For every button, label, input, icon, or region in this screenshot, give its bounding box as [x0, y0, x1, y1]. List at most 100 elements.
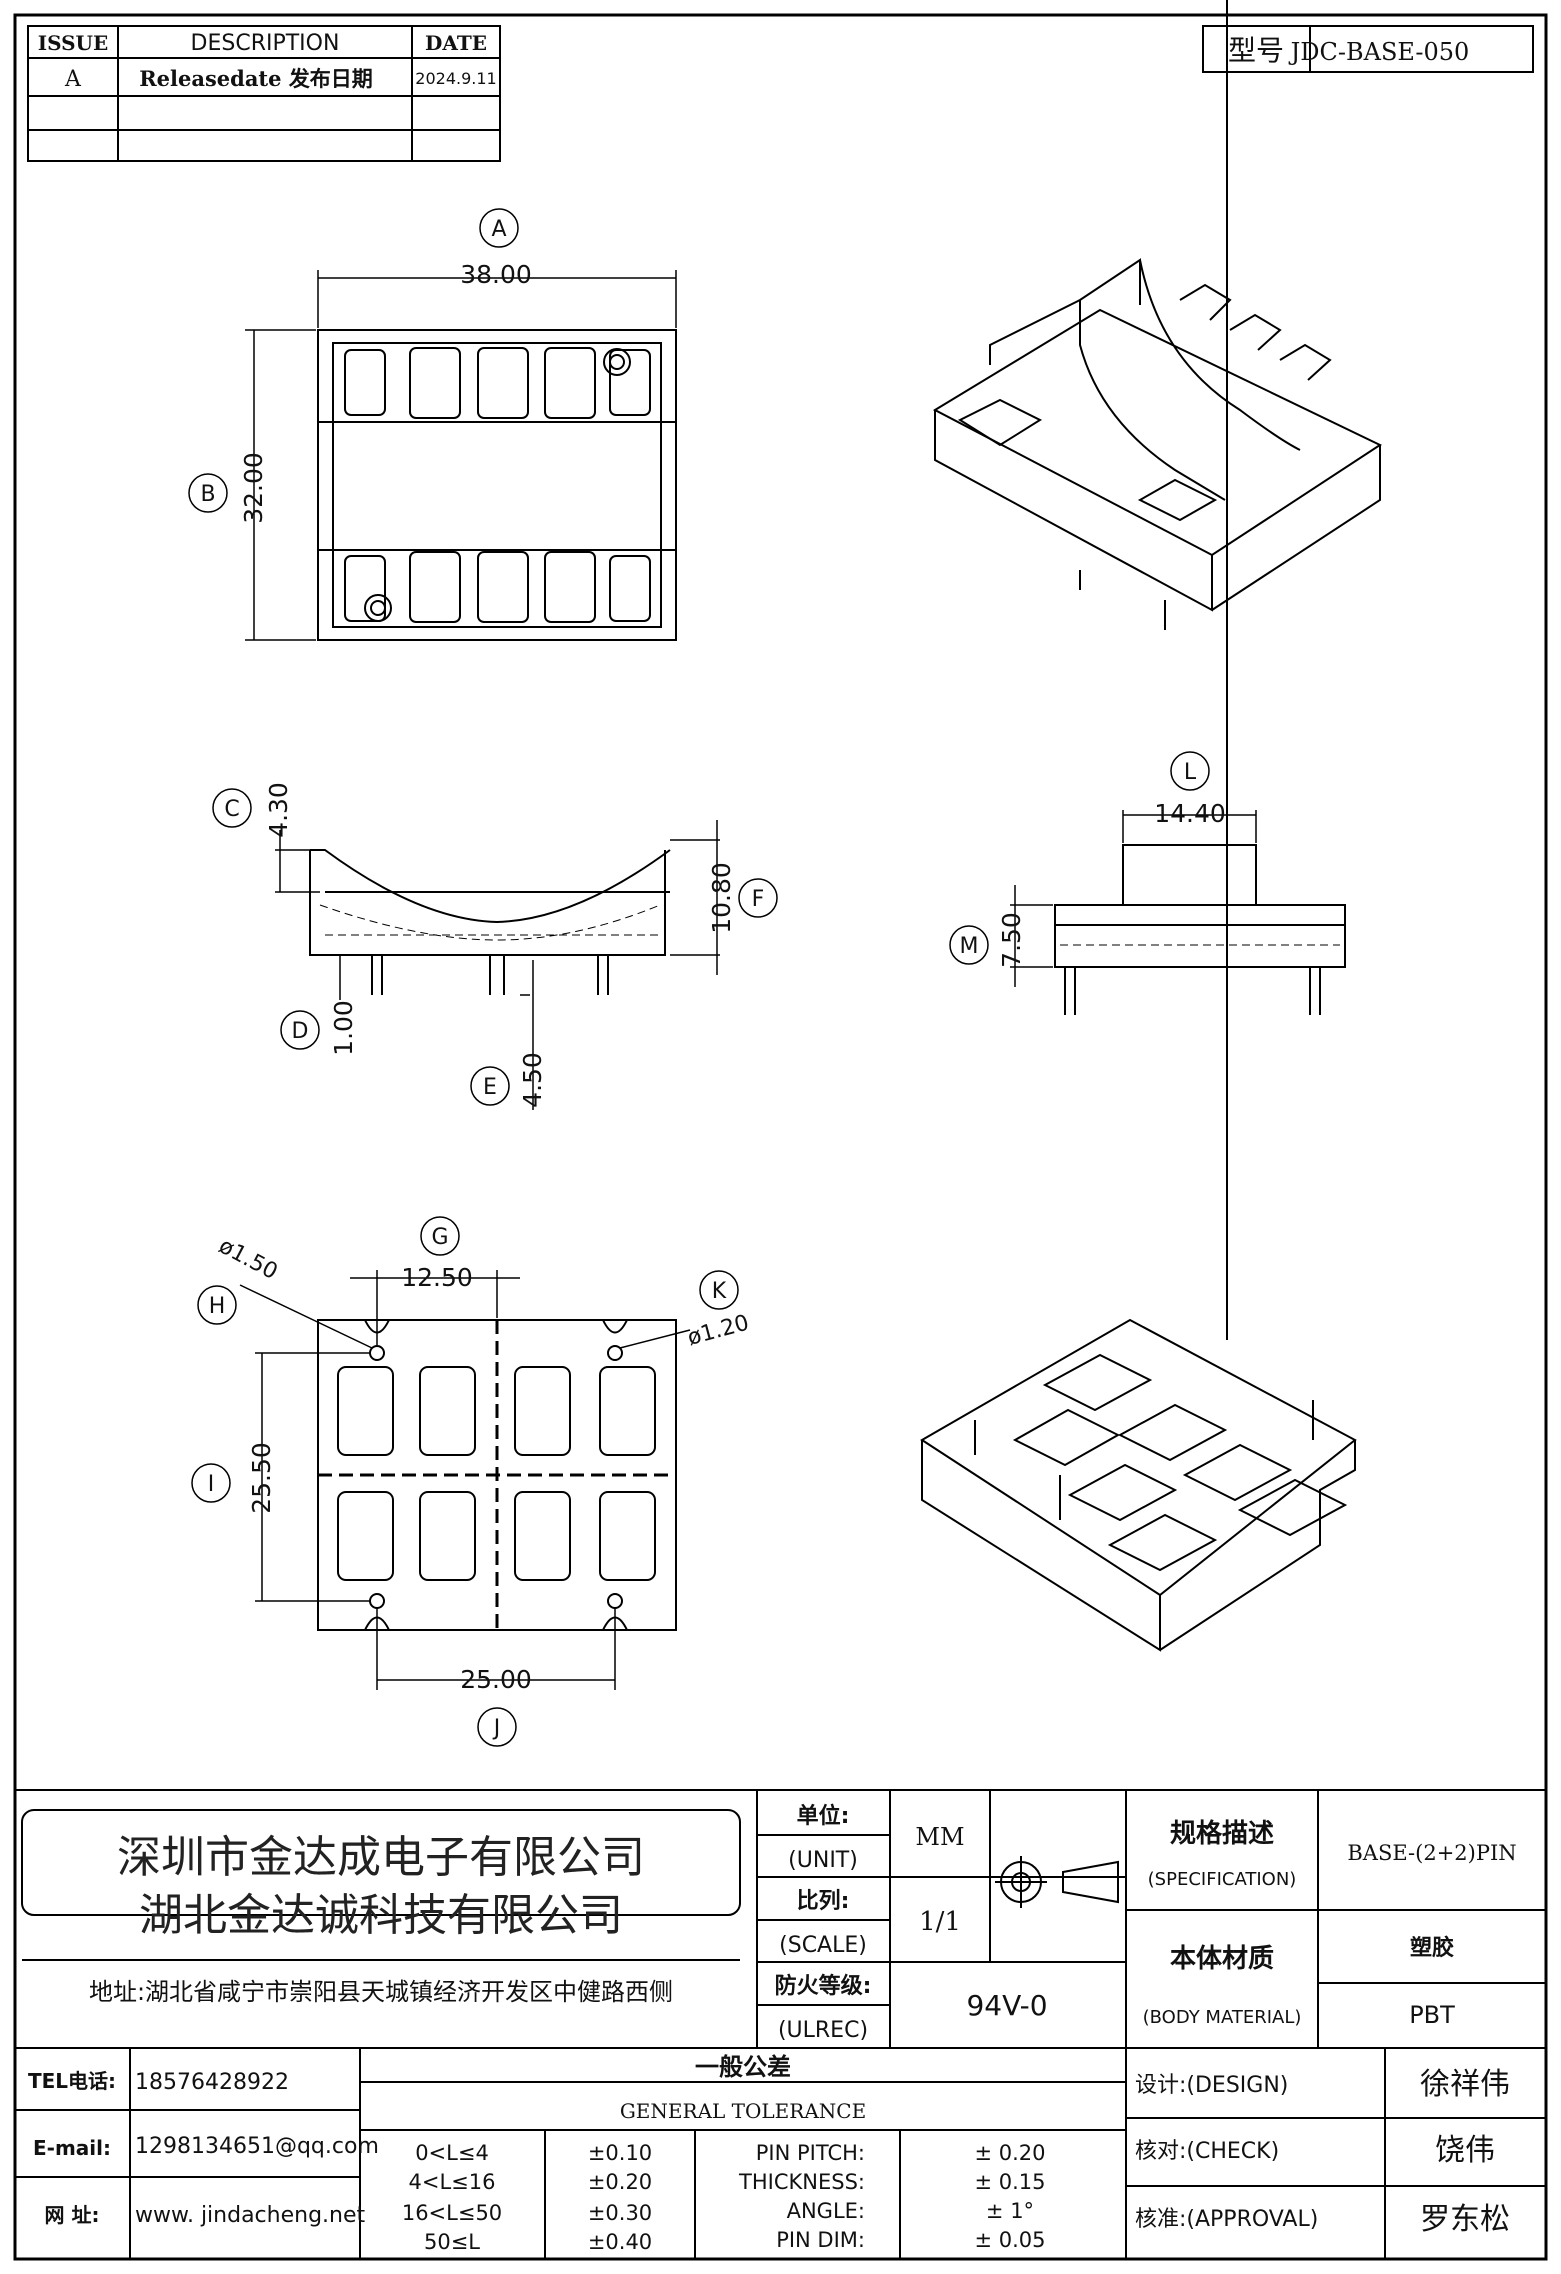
- company-name-1: 深圳市金达成电子有限公司: [117, 1832, 645, 1883]
- material-value-cn: 塑胶: [1410, 1935, 1454, 1961]
- tol-item-value: ± 0.15: [974, 2170, 1045, 2194]
- check-value: 饶伟: [1435, 2133, 1495, 2168]
- dim-h-value: ø1.50: [215, 1234, 282, 1285]
- dim-a-letter: A: [491, 217, 506, 242]
- email-label: E-mail:: [33, 2136, 111, 2160]
- scale-label-cn: 比列:: [797, 1889, 850, 1914]
- web-label: 网 址:: [45, 2203, 100, 2227]
- bottom-view-centerlines: [318, 1320, 676, 1630]
- dim-a-value: 38.00: [460, 260, 532, 289]
- unit-label-cn: 单位:: [797, 1803, 850, 1829]
- dim-h-letter: H: [209, 1294, 226, 1319]
- dim-b-letter: B: [200, 482, 215, 507]
- tol-range: 16<L≤50: [402, 2201, 502, 2225]
- company-address: 地址:湖北省咸宁市崇阳县天城镇经济开发区中健路西侧: [89, 1978, 673, 2006]
- check-label: 核对:(CHECK): [1135, 2139, 1279, 2164]
- unit-label-en: (UNIT): [788, 1848, 858, 1873]
- tol-item: PIN PITCH:: [756, 2141, 865, 2165]
- spec-value: BASE-(2+2)PIN: [1347, 1841, 1516, 1865]
- tolerance-title-en: GENERAL TOLERANCE: [620, 2099, 866, 2123]
- tol-range: 0<L≤4: [415, 2141, 489, 2165]
- dim-i-value: 25.50: [247, 1442, 276, 1514]
- dim-c-value: 4.30: [264, 782, 293, 838]
- ul-value: 94V-0: [966, 1989, 1047, 2022]
- dim-g-j-i-lines: [191, 1216, 739, 1747]
- unit-value: MM: [915, 1823, 964, 1851]
- tol-item-value: ± 1°: [986, 2199, 1034, 2223]
- dim-c-letter: C: [224, 797, 239, 822]
- tel-label: TEL电话:: [28, 2069, 116, 2093]
- material-label-cn: 本体材质: [1170, 1944, 1274, 1974]
- dim-e-value: 4.50: [518, 1052, 547, 1108]
- dim-l-value: 14.40: [1154, 799, 1226, 828]
- drawing-frame: [13, 13, 1548, 2261]
- tol-item: THICKNESS:: [738, 2170, 865, 2194]
- model-label: 型号: [1228, 34, 1284, 67]
- tol-value: ±0.20: [588, 2170, 652, 2194]
- dim-k-letter: K: [712, 1279, 727, 1304]
- dim-d-letter: D: [292, 1019, 309, 1044]
- tol-item-value: ± 0.05: [974, 2228, 1045, 2252]
- tol-range: 4<L≤16: [409, 2170, 496, 2194]
- dim-f-value: 10.80: [707, 862, 736, 934]
- dim-g-letter: G: [431, 1225, 448, 1250]
- rev-row-issue: A: [64, 67, 82, 92]
- projection-symbol-icon: [995, 1856, 1119, 1908]
- dim-l-m-lines: [949, 751, 1257, 987]
- dim-a-lines: [317, 208, 677, 328]
- dim-b-lines: [188, 329, 316, 641]
- spec-label-en: (SPECIFICATION): [1148, 1869, 1297, 1890]
- material-value: PBT: [1409, 2001, 1455, 2029]
- tol-range: 50≤L: [424, 2230, 480, 2254]
- approval-label: 核准:(APPROVAL): [1135, 2207, 1318, 2232]
- ul-label-cn: 防火等级:: [775, 1973, 872, 1999]
- company-name-2: 湖北金达诚科技有限公司: [139, 1890, 623, 1941]
- ul-label-en: (ULREC): [778, 2018, 868, 2043]
- material-label-en: (BODY MATERIAL): [1143, 2007, 1302, 2028]
- tol-item: ANGLE:: [787, 2199, 865, 2223]
- dim-d-value: 1.00: [329, 1000, 358, 1056]
- revision-table: [27, 25, 501, 162]
- dim-c-f-lines: [212, 788, 778, 1110]
- scale-value: 1/1: [919, 1907, 961, 1937]
- rev-row-description: Releasedate 发布日期: [139, 66, 373, 91]
- tel-value: 18576428922: [135, 2070, 289, 2095]
- email-value: 1298134651@qq.com: [135, 2134, 379, 2159]
- tol-item-value: ± 0.20: [974, 2141, 1045, 2165]
- design-value: 徐祥伟: [1420, 2067, 1510, 2102]
- approval-value: 罗东松: [1420, 2202, 1510, 2237]
- front-view-hidden: [319, 904, 661, 941]
- spec-label-cn: 规格描述: [1170, 1818, 1274, 1849]
- tolerance-title-cn: 一般公差: [695, 2053, 791, 2081]
- iso-view-top: [932, 258, 1383, 630]
- rev-header-date: DATE: [425, 31, 487, 55]
- rev-header-description: DESCRIPTION: [191, 31, 340, 56]
- top-view: [317, 329, 677, 641]
- dim-l-letter: L: [1184, 760, 1197, 785]
- title-block-grid: [15, 1789, 1546, 2259]
- front-view: [309, 849, 671, 995]
- model-value: JDC-BASE-050: [1288, 38, 1470, 66]
- tol-value: ±0.10: [588, 2141, 652, 2165]
- rev-header-issue: ISSUE: [38, 31, 109, 55]
- dim-j-letter: J: [492, 1716, 501, 1741]
- dim-k-value: ø1.20: [685, 1311, 752, 1351]
- tol-value: ±0.30: [588, 2201, 652, 2225]
- design-label: 设计:(DESIGN): [1135, 2073, 1288, 2098]
- tol-value: ±0.40: [588, 2230, 652, 2254]
- side-view: [1054, 844, 1346, 1015]
- dim-g-value: 12.50: [401, 1263, 473, 1292]
- scale-label-en: (SCALE): [779, 1933, 867, 1958]
- iso-view-bottom: [920, 0, 1357, 1652]
- rev-row-date: 2024.9.11: [415, 69, 496, 88]
- dim-b-value: 32.00: [239, 452, 268, 524]
- dim-m-value: 7.50: [997, 912, 1026, 968]
- dim-e-letter: E: [483, 1075, 497, 1100]
- tol-item: PIN DIM:: [776, 2228, 865, 2252]
- dim-f-letter: F: [752, 887, 765, 912]
- web-value: www. jindacheng.net: [135, 2203, 366, 2228]
- dim-i-letter: I: [208, 1472, 215, 1497]
- dim-j-value: 25.00: [460, 1665, 532, 1694]
- dim-m-letter: M: [960, 934, 979, 959]
